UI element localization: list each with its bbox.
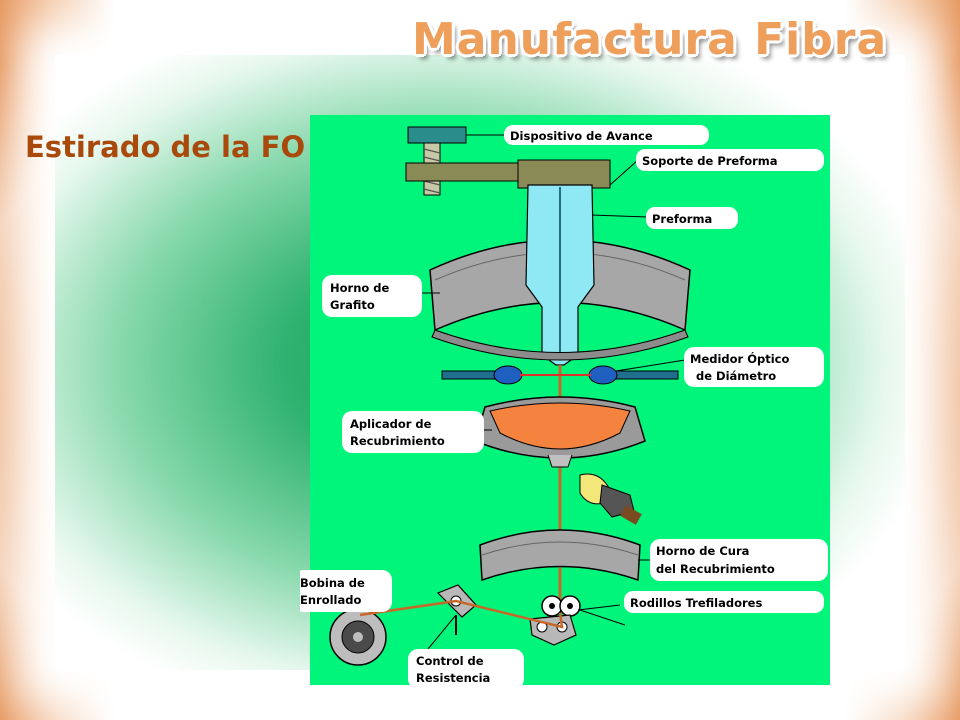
label-horno-grafito: Horno de Grafito [322,275,422,317]
label-control: Control de Resistencia [408,649,524,689]
curing-furnace [479,529,641,582]
label-soporte: Soporte de Preforma [636,149,824,171]
svg-text:Rodillos Trefiladores: Rodillos Trefiladores [630,596,762,610]
svg-text:Control de: Control de [416,654,484,668]
label-bobina: Bobina de Enrollado [300,570,392,612]
leader-lines [420,134,686,650]
label-aplicador: Aplicador de Recubrimiento [342,411,484,453]
coating-applicator [474,396,646,468]
label-dispositivo: Dispositivo de Avance [504,125,709,145]
svg-text:Soporte de Preforma: Soporte de Preforma [642,154,778,168]
svg-text:Dispositivo de Avance: Dispositivo de Avance [510,129,653,143]
preform [525,184,595,366]
label-medidor: Medidor Óptico de Diámetro [684,347,824,387]
uv-lamp [579,473,642,525]
slide-title: Manufactura Fibra [412,14,888,65]
winding-bobbin [329,608,387,666]
label-rodillos: Rodillos Trefiladores [624,591,824,613]
label-horno-cura: Horno de Cura del Recubrimiento [650,539,828,581]
svg-text:Recubrimiento: Recubrimiento [350,434,445,448]
svg-text:Preforma: Preforma [652,212,712,226]
svg-text:Horno de: Horno de [330,281,390,295]
svg-text:Bobina de: Bobina de [300,576,365,590]
svg-text:del Recubrimiento: del Recubrimiento [656,562,775,576]
label-preforma: Preforma [646,207,738,229]
svg-text:Horno de Cura: Horno de Cura [656,544,749,558]
fiber-winding-path [359,599,564,629]
fiber-drawing-diagram: Dispositivo de Avance Soporte de Preform… [300,115,830,689]
slide-subtitle: Estirado de la FO [25,130,306,164]
svg-text:Grafito: Grafito [330,298,375,312]
svg-text:Aplicador de: Aplicador de [350,417,432,431]
svg-text:Medidor Óptico: Medidor Óptico [690,351,789,366]
svg-text:de Diámetro: de Diámetro [696,369,776,383]
svg-text:Resistencia: Resistencia [416,671,490,685]
optical-diameter-gauge [441,365,679,385]
graphite-furnace-front [431,329,689,361]
capstan-rollers [541,595,581,617]
svg-text:Enrollado: Enrollado [300,593,361,607]
preform-holder [405,159,611,189]
